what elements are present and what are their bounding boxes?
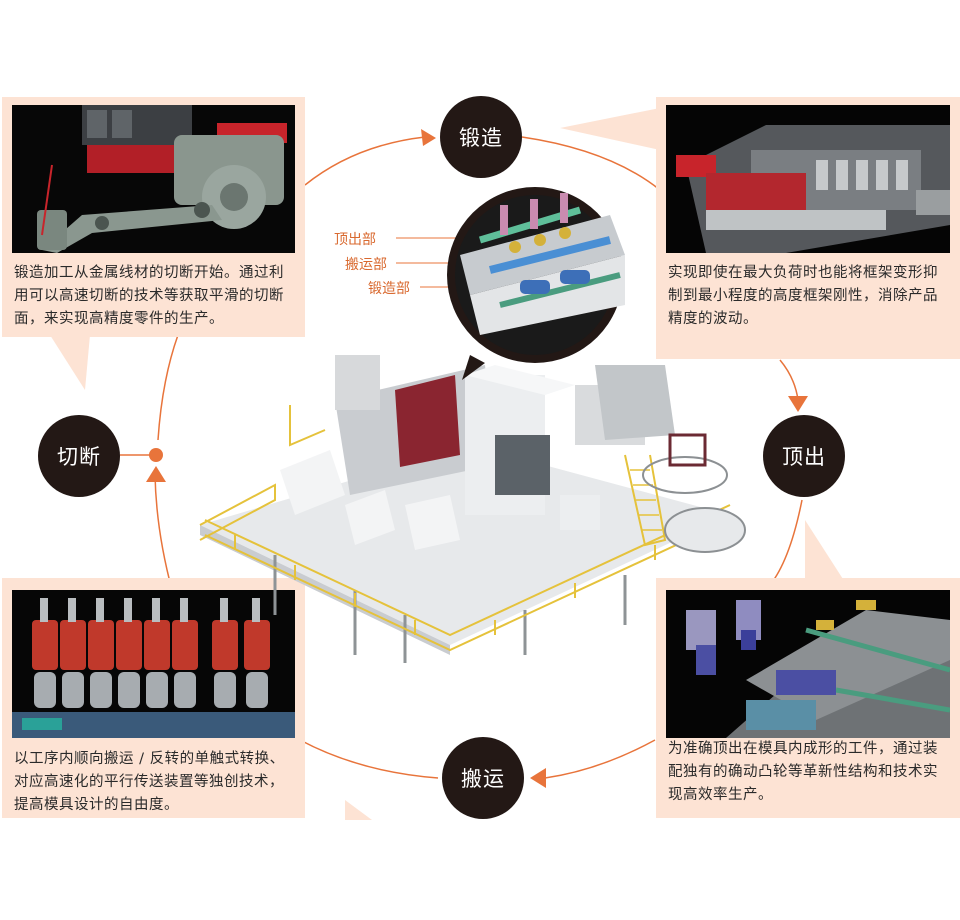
arc-forging-to-ejection — [521, 136, 661, 191]
node-cutting: 切断 — [38, 415, 120, 497]
label-transfer-part: 搬运部 — [345, 257, 387, 273]
caption-transfer: 以工序内顺向搬运 / 反转的单触式转换、对应高速化的平行传送装置等独创技术，提高… — [14, 751, 285, 813]
node-ejection: 顶出 — [763, 415, 845, 497]
detail-magnifier — [447, 187, 625, 380]
panel-transfer: 以工序内顺向搬运 / 反转的单触式转换、对应高速化的平行传送装置等独创技术，提高… — [2, 578, 305, 818]
arrow-to-transfer — [530, 768, 546, 788]
cycle-dot — [149, 448, 163, 462]
label-ejection-part: 顶出部 — [334, 232, 376, 248]
node-transfer: 搬运 — [442, 737, 524, 819]
arrow-to-forging — [421, 129, 436, 146]
node-forging: 锻造 — [440, 96, 522, 178]
label-forging-part: 锻造部 — [368, 281, 410, 297]
ejection-cam-image — [666, 590, 950, 738]
panel-cutting: 锻造加工从金属线材的切断开始。通过利用可以高速切断的技术等获取平滑的切断面，来实… — [2, 97, 305, 337]
panel-ejection: 为准确顶出在模具内成形的工件，通过装配独有的确动凸轮等革新性结构和技术实现高效率… — [656, 578, 960, 818]
panel-forging: 实现即使在最大负荷时也能将框架变形抑制到最小程度的高度框架刚性，消除产品精度的波… — [656, 97, 960, 359]
arc-transfer-to-cutting — [299, 739, 439, 779]
arrow-to-cutting — [146, 466, 166, 482]
cutting-mechanism-image — [12, 105, 295, 253]
forging-frame-image — [666, 105, 950, 253]
arrow-to-ejection — [788, 396, 808, 412]
caption-cutting: 锻造加工从金属线材的切断开始。通过利用可以高速切断的技术等获取平滑的切断面，来实… — [14, 265, 284, 327]
caption-ejection: 为准确顶出在模具内成形的工件，通过装配独有的确动凸轮等革新性结构和技术实现高效率… — [668, 741, 938, 803]
caption-forging: 实现即使在最大负荷时也能将框架变形抑制到最小程度的高度框架刚性，消除产品精度的波… — [668, 265, 938, 327]
former-machine-illustration — [199, 355, 746, 663]
transfer-fingers-image — [12, 590, 295, 738]
arc-cutting-to-forging — [304, 136, 426, 186]
